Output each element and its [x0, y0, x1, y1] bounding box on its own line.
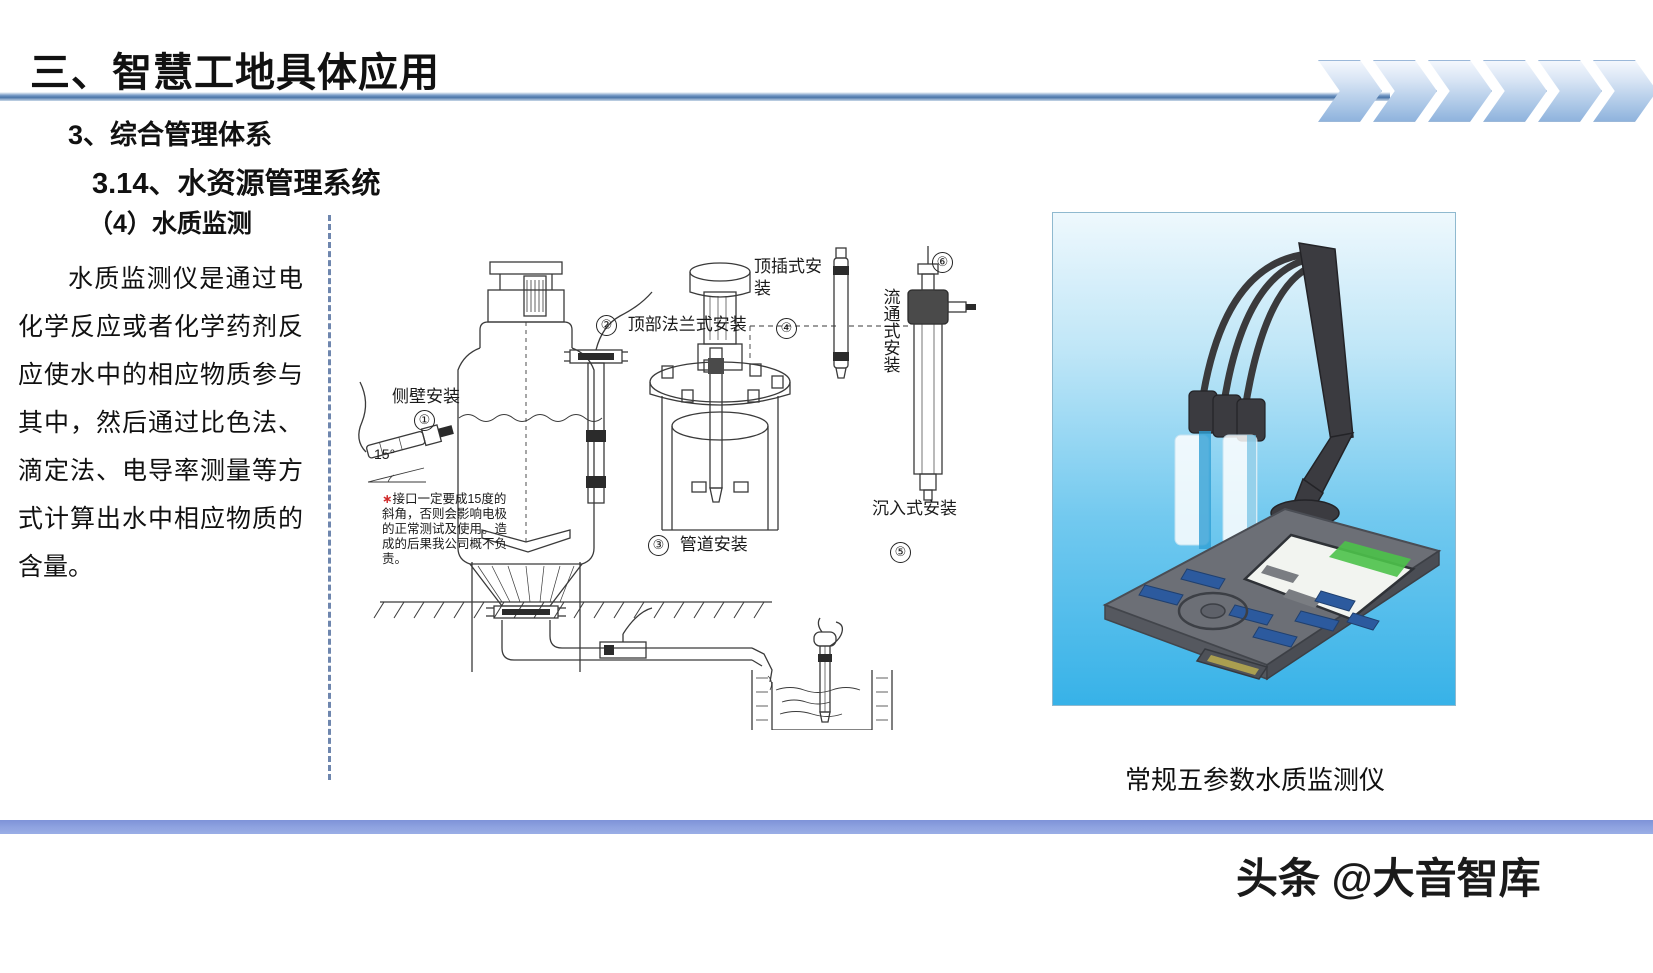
diagram-warning-note-text: 接口一定要成15度的斜角，否则会影响电极的正常测试及使用。造成的后果我公司概不负…: [382, 492, 508, 566]
diagram-label-flow-through-text: 流通式安装: [880, 288, 900, 373]
chevron-decoration: [1318, 60, 1653, 122]
body-paragraph: 水质监测仪是通过电化学反应或者化学药剂反应使水中的相应物质参与其中，然后通过比色…: [18, 265, 303, 581]
title-underline-rule: [0, 92, 1390, 101]
heading-level-2: 3.14、水资源管理系统: [92, 168, 381, 200]
diagram-label-submerged-text: 沉入式安装: [872, 499, 957, 518]
marker-number-1: ①: [414, 410, 435, 432]
diagram-label-pipeline: ③ 管道安装: [648, 530, 748, 557]
diagram-label-submerged: 沉入式安装: [872, 494, 957, 519]
diagram-label-flow-through: 流通式安装: [880, 288, 900, 373]
chevron-left-icon: [1373, 60, 1437, 122]
watermark-text: 头条 @大音智库: [1236, 855, 1541, 902]
diagram-linework: [358, 246, 976, 730]
chevron-left-icon: [1538, 60, 1602, 122]
heading-level-1: 3、综合管理体系: [68, 120, 273, 150]
diagram-angle-label: 15°: [374, 446, 396, 462]
marker-number-4: ④: [776, 318, 797, 340]
chevron-left-icon: [1483, 60, 1547, 122]
diagram-warning-note: ∗接口一定要成15度的斜角，否则会影响电极的正常测试及使用。造成的后果我公司概不…: [382, 492, 517, 567]
diagram-label-top-flange: ② 顶部法兰式安装: [596, 310, 747, 337]
photo-caption: 常规五参数水质监测仪: [1124, 765, 1385, 795]
page-title: 三、智慧工地具体应用: [30, 51, 440, 95]
diagram-label-side-wall: 侧壁安装: [392, 382, 460, 407]
diagram-label-top-flange-text: 顶部法兰式安装: [627, 315, 747, 334]
diagram-marker-1: ①: [414, 410, 435, 432]
chevron-left-icon: [1318, 60, 1382, 122]
asterisk-icon: ∗: [382, 492, 393, 506]
diagram-marker-4: ④: [776, 318, 797, 340]
diagram-marker-5: ⑤: [890, 542, 911, 564]
bottom-accent-bar: [0, 820, 1653, 834]
chevron-left-icon: [1593, 60, 1653, 122]
marker-number-6: ⑥: [932, 252, 953, 274]
marker-number-2: ②: [596, 315, 617, 337]
marker-number-5: ⑤: [890, 542, 911, 564]
diagram-label-pipeline-text: 管道安装: [679, 535, 748, 554]
vertical-dashed-divider: [328, 215, 331, 780]
diagram-label-side-wall-text: 侧壁安装: [392, 387, 460, 406]
diagram-label-top-insert: 顶插式安装: [754, 256, 824, 300]
product-photo: [1052, 212, 1456, 706]
water-quality-meter-illustration: [1102, 242, 1442, 681]
marker-number-3: ③: [648, 535, 669, 557]
diagram-label-top-insert-text: 顶插式安装: [754, 257, 822, 298]
installation-diagram: 侧壁安装 ① 15° ② 顶部法兰式安装 ③ 管道安装 顶插式安装 ④ 沉入式安…: [352, 230, 1042, 730]
diagram-marker-6: ⑥: [932, 252, 953, 274]
chevron-left-icon: [1428, 60, 1492, 122]
heading-level-3: （4）水质监测: [88, 210, 252, 238]
